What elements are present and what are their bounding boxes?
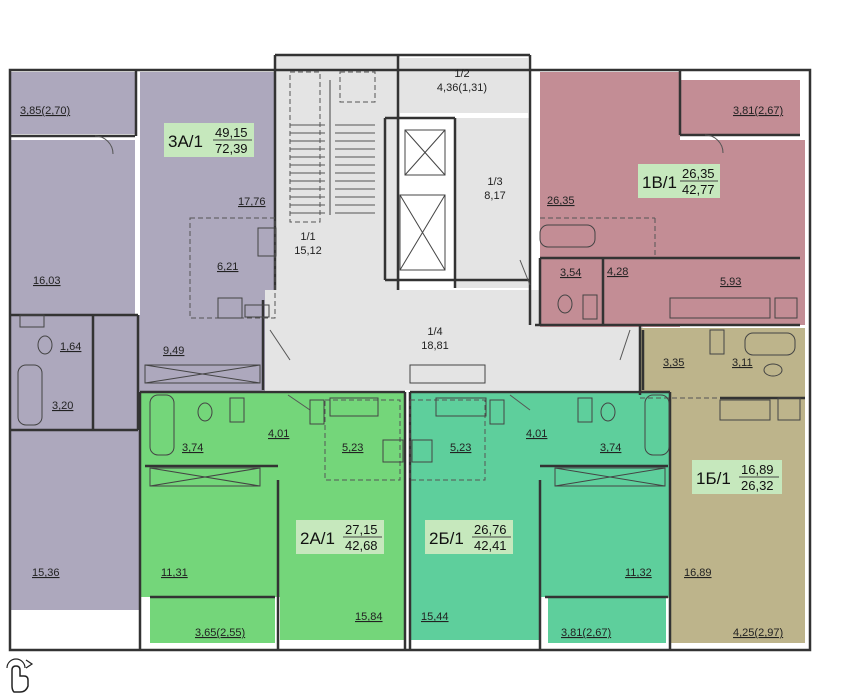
svg-text:27,15: 27,15 bbox=[345, 522, 378, 537]
svg-text:42,41: 42,41 bbox=[474, 538, 507, 553]
room-label: 6,21 bbox=[217, 261, 238, 273]
room-label: 17,76 bbox=[238, 196, 266, 208]
room-label: 3,20 bbox=[52, 400, 73, 412]
svg-text:26,32: 26,32 bbox=[741, 478, 774, 493]
common-label-1-1: 1/1 15,12 bbox=[294, 231, 322, 257]
room-label: 4,28 bbox=[607, 266, 628, 278]
apartment-label-1v: 1В/1 26,35 42,77 bbox=[638, 164, 720, 198]
common-label-1-2: 1/2 4,36(1,31) bbox=[437, 68, 487, 94]
svg-text:1Б/1: 1Б/1 bbox=[696, 469, 731, 488]
common-label-1-4: 1/4 18,81 bbox=[421, 326, 449, 352]
apartment-label-2b: 2Б/1 26,76 42,41 bbox=[425, 520, 513, 554]
svg-text:15,12: 15,12 bbox=[294, 245, 322, 257]
bathtub-icon bbox=[17, 224, 796, 456]
room-label: 3,85(2,70) bbox=[20, 105, 70, 117]
apartment-label-3a: 3А/1 49,15 72,39 bbox=[164, 123, 254, 157]
room-label: 3,74 bbox=[182, 442, 203, 454]
room-label: 4,01 bbox=[268, 428, 289, 440]
staircase bbox=[289, 71, 376, 223]
svg-text:42,68: 42,68 bbox=[345, 538, 378, 553]
room-label: 3,81(2,67) bbox=[561, 627, 611, 639]
svg-text:1/1: 1/1 bbox=[300, 231, 315, 243]
room-label: 15,44 bbox=[421, 611, 449, 623]
apartment-label-2a: 2А/1 27,15 42,68 bbox=[296, 520, 384, 554]
svg-text:1/2: 1/2 bbox=[454, 68, 469, 80]
room-labels: 3,85(2,70) 3,81(2,67) 17,76 16,03 6,21 1… bbox=[20, 105, 783, 639]
room-label: 15,36 bbox=[32, 567, 60, 579]
room-label: 1,64 bbox=[60, 341, 81, 353]
svg-text:1/3: 1/3 bbox=[487, 176, 502, 188]
svg-text:8,17: 8,17 bbox=[484, 190, 505, 202]
room-label: 11,32 bbox=[625, 567, 652, 579]
ventilation-shaft bbox=[19, 294, 725, 425]
svg-text:4,36(1,31): 4,36(1,31) bbox=[437, 82, 487, 94]
svg-text:3А/1: 3А/1 bbox=[168, 132, 203, 151]
room-label: 5,23 bbox=[450, 442, 471, 454]
room-label: 3,74 bbox=[600, 442, 621, 454]
svg-text:49,15: 49,15 bbox=[215, 125, 248, 140]
toilet-icon bbox=[37, 294, 783, 422]
room-label: 4,25(2,97) bbox=[733, 627, 783, 639]
svg-text:2А/1: 2А/1 bbox=[300, 529, 335, 548]
room-label: 16,89 bbox=[684, 567, 712, 579]
svg-text:26,76: 26,76 bbox=[474, 522, 507, 537]
room-label: 5,23 bbox=[342, 442, 363, 454]
room-label: 3,81(2,67) bbox=[733, 105, 783, 117]
touch-icon[interactable] bbox=[6, 658, 34, 693]
room-label: 9,49 bbox=[163, 345, 184, 357]
wardrobe-icon bbox=[144, 364, 666, 487]
room-label: 5,93 bbox=[720, 276, 741, 288]
room-label: 3,11 bbox=[732, 357, 753, 369]
svg-text:2Б/1: 2Б/1 bbox=[429, 529, 464, 548]
room-label: 3,54 bbox=[560, 267, 581, 279]
apartment-label-1b: 1Б/1 16,89 26,32 bbox=[692, 460, 782, 494]
room-label: 3,65(2,55) bbox=[195, 627, 245, 639]
room-label: 4,01 bbox=[526, 428, 547, 440]
svg-text:26,35: 26,35 bbox=[682, 166, 715, 181]
room-label: 15,84 bbox=[355, 611, 383, 623]
stove-icon bbox=[257, 227, 801, 463]
room-label: 16,03 bbox=[33, 275, 61, 287]
room-label: 26,35 bbox=[547, 195, 575, 207]
svg-text:72,39: 72,39 bbox=[215, 141, 248, 156]
apartment-2a-area bbox=[140, 392, 405, 643]
elevator-icon bbox=[399, 129, 446, 271]
svg-text:1В/1: 1В/1 bbox=[642, 173, 677, 192]
kitchen-counter bbox=[217, 297, 771, 421]
room-label: 3,35 bbox=[663, 357, 684, 369]
door-swings bbox=[94, 134, 724, 411]
svg-text:16,89: 16,89 bbox=[741, 462, 774, 477]
svg-text:18,81: 18,81 bbox=[421, 340, 449, 352]
svg-text:1/4: 1/4 bbox=[427, 326, 442, 338]
common-label-1-3: 1/3 8,17 bbox=[484, 176, 505, 202]
svg-text:42,77: 42,77 bbox=[682, 182, 715, 197]
room-label: 11,31 bbox=[161, 567, 188, 579]
